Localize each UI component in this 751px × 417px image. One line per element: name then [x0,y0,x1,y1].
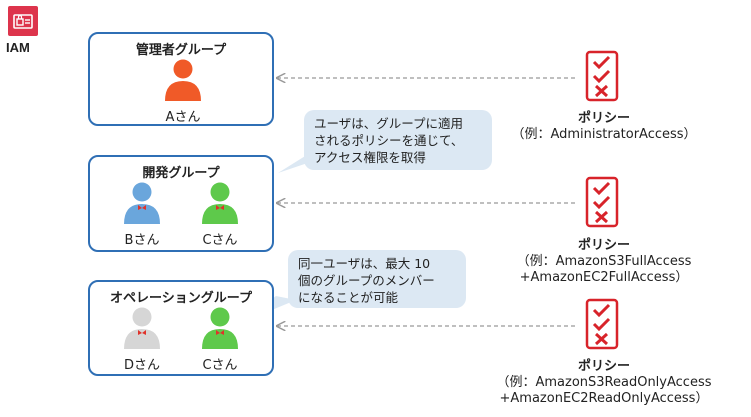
user-name: Dさん [123,358,160,373]
group-admin: 管理者グループ Aさん [88,32,274,126]
iam-service-icon [8,6,38,36]
group-ops: オペレーショングループ Dさん Cさん [88,280,274,376]
user-a: Aさん [159,58,207,125]
user-c: Cさん [196,306,244,373]
policy-checklist-icon [585,298,619,350]
user-name: Bさん [124,233,160,248]
user-icon [124,182,160,224]
policy-title: ポリシー [577,238,630,253]
iam-label: IAM [6,40,30,55]
user-b: Bさん [118,181,166,248]
user-icon [124,307,160,349]
callout-policy-inheritance: ユーザは、グループに適用 されるポリシーを通じて、 アクセス権限を取得 [304,110,492,170]
user-d: Dさん [118,306,166,373]
policy-example: （例：AdministratorAccess） [511,127,697,142]
callout-group-limit: 同一ユーザは、最大 10 個のグループのメンバー になることが可能 [288,250,466,308]
user-name: Cさん [202,233,238,248]
callout-line: 同一ユーザは、最大 10 [298,256,431,271]
policy-title: ポリシー [577,359,630,374]
callout-line: になることが可能 [298,290,399,305]
policy-example: +AmazonEC2ReadOnlyAccess） [499,391,709,406]
callout-line: アクセス権限を取得 [314,150,426,165]
policy-example: （例：AmazonS3FullAccess [516,254,692,269]
callout-line: ユーザは、グループに適用 [314,116,464,131]
policy-dev: ポリシー （例：AmazonS3FullAccess +AmazonEC2Ful… [474,238,734,286]
user-name: Cさん [202,358,238,373]
policy-title: ポリシー [577,111,630,126]
group-title: オペレーショングループ [110,291,252,306]
policy-example: +AmazonEC2FullAccess） [519,270,689,285]
user-icon [202,307,238,349]
policy-checklist-icon [585,176,619,228]
policy-admin: ポリシー （例：AdministratorAccess） [474,111,734,143]
user-icon [165,59,201,101]
user-icon [202,182,238,224]
policy-checklist-icon [585,50,619,102]
policy-example: （例：AmazonS3ReadOnlyAccess [496,375,712,390]
group-title: 開発グループ [142,166,220,181]
callout-line: 個のグループのメンバー [298,273,435,288]
group-dev: 開発グループ Bさん Cさん [88,155,274,252]
group-title: 管理者グループ [135,43,227,58]
user-name: Aさん [165,110,201,125]
callout-line: されるポリシーを通じて、 [314,133,464,148]
policy-ops: ポリシー （例：AmazonS3ReadOnlyAccess +AmazonEC… [474,359,734,407]
user-c: Cさん [196,181,244,248]
